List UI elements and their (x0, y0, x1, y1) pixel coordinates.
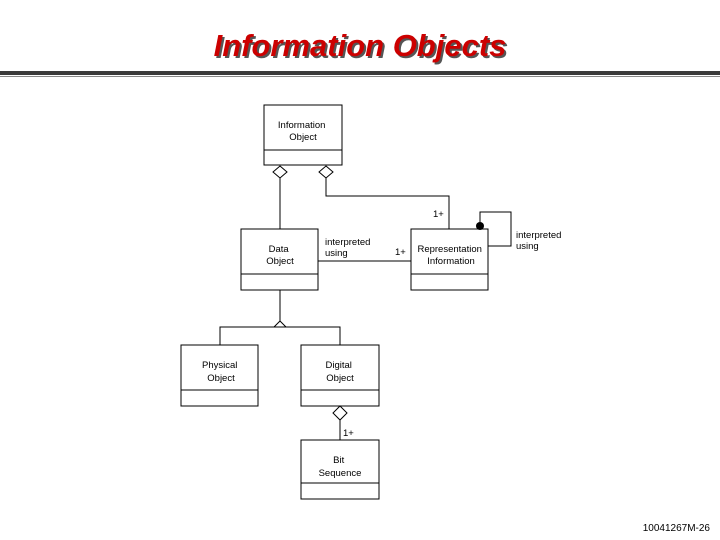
class-name-digital-object: Digital Object (325, 360, 354, 384)
association-label-interpreted-using-self: interpreted using (516, 230, 564, 252)
class-name-bit-sequence: Bit Sequence (319, 455, 362, 479)
class-name-information-object: Information Object (278, 120, 328, 143)
multiplicity-label: 1+ (433, 209, 444, 220)
multiplicity-label: 1+ (395, 247, 406, 258)
aggregation-diamond-icon (332, 405, 348, 421)
title-rule-thin (0, 76, 720, 77)
association-end-dot-icon (476, 222, 484, 230)
class-name-representation-information: Representation Information (417, 244, 484, 267)
title-rule (0, 71, 720, 77)
slide-footer: 10041267M-26 (642, 523, 710, 534)
class-name-data-object: Data Object (266, 244, 294, 267)
aggregation-diamond-icon (318, 165, 334, 179)
class-box-information-object (263, 104, 343, 166)
multiplicity-label: 1+ (343, 428, 354, 439)
title-rule-thick (0, 71, 720, 75)
edge-generalization-branches (219, 326, 341, 345)
generalization-triangle-icon (272, 320, 288, 328)
slide-title: Information Objects (213, 28, 507, 63)
association-label-interpreted-using: interpreted using (325, 237, 373, 259)
class-name-physical-object: Physical Object (202, 360, 240, 384)
aggregation-diamond-icon (272, 165, 288, 179)
edge-info-to-rep (325, 178, 450, 229)
edge-rep-self (479, 211, 512, 247)
